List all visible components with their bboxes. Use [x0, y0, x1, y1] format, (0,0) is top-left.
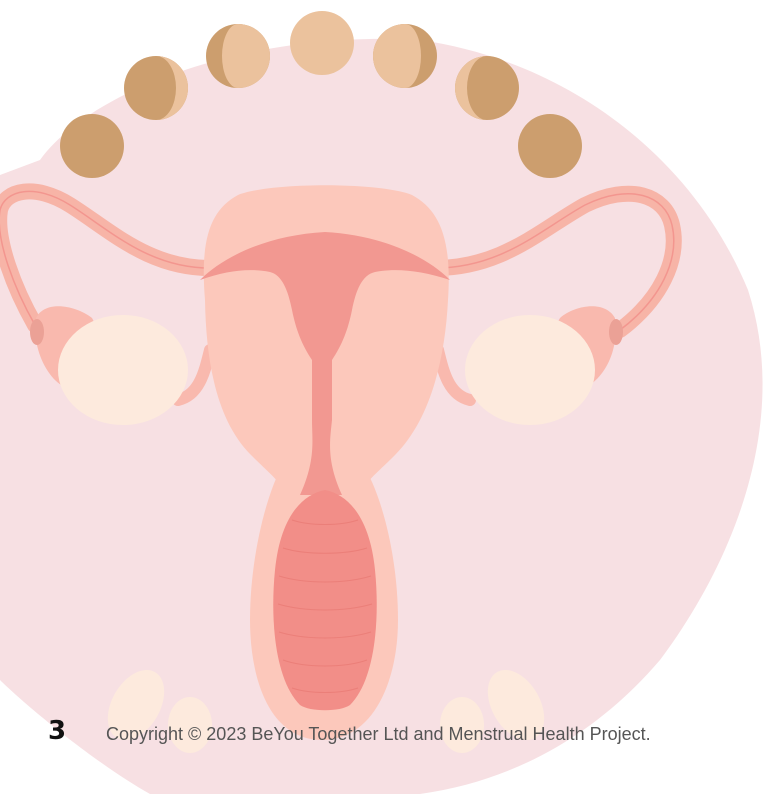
moon-waning-crescent — [455, 56, 519, 120]
left-fimbriae-tip — [30, 319, 44, 345]
right-fimbriae-tip — [609, 319, 623, 345]
left-ovary — [58, 315, 188, 425]
moon-new-right — [518, 114, 582, 178]
moon-full — [290, 11, 354, 75]
copyright-notice: Copyright © 2023 BeYou Together Ltd and … — [106, 722, 651, 746]
moon-last-quarter — [373, 24, 437, 88]
moon-waxing-crescent — [124, 56, 188, 120]
vaginal-canal — [273, 490, 376, 710]
right-ovary — [465, 315, 595, 425]
moon-new-left — [60, 114, 124, 178]
page-number: 3 — [48, 714, 66, 748]
moon-first-quarter — [206, 24, 270, 88]
